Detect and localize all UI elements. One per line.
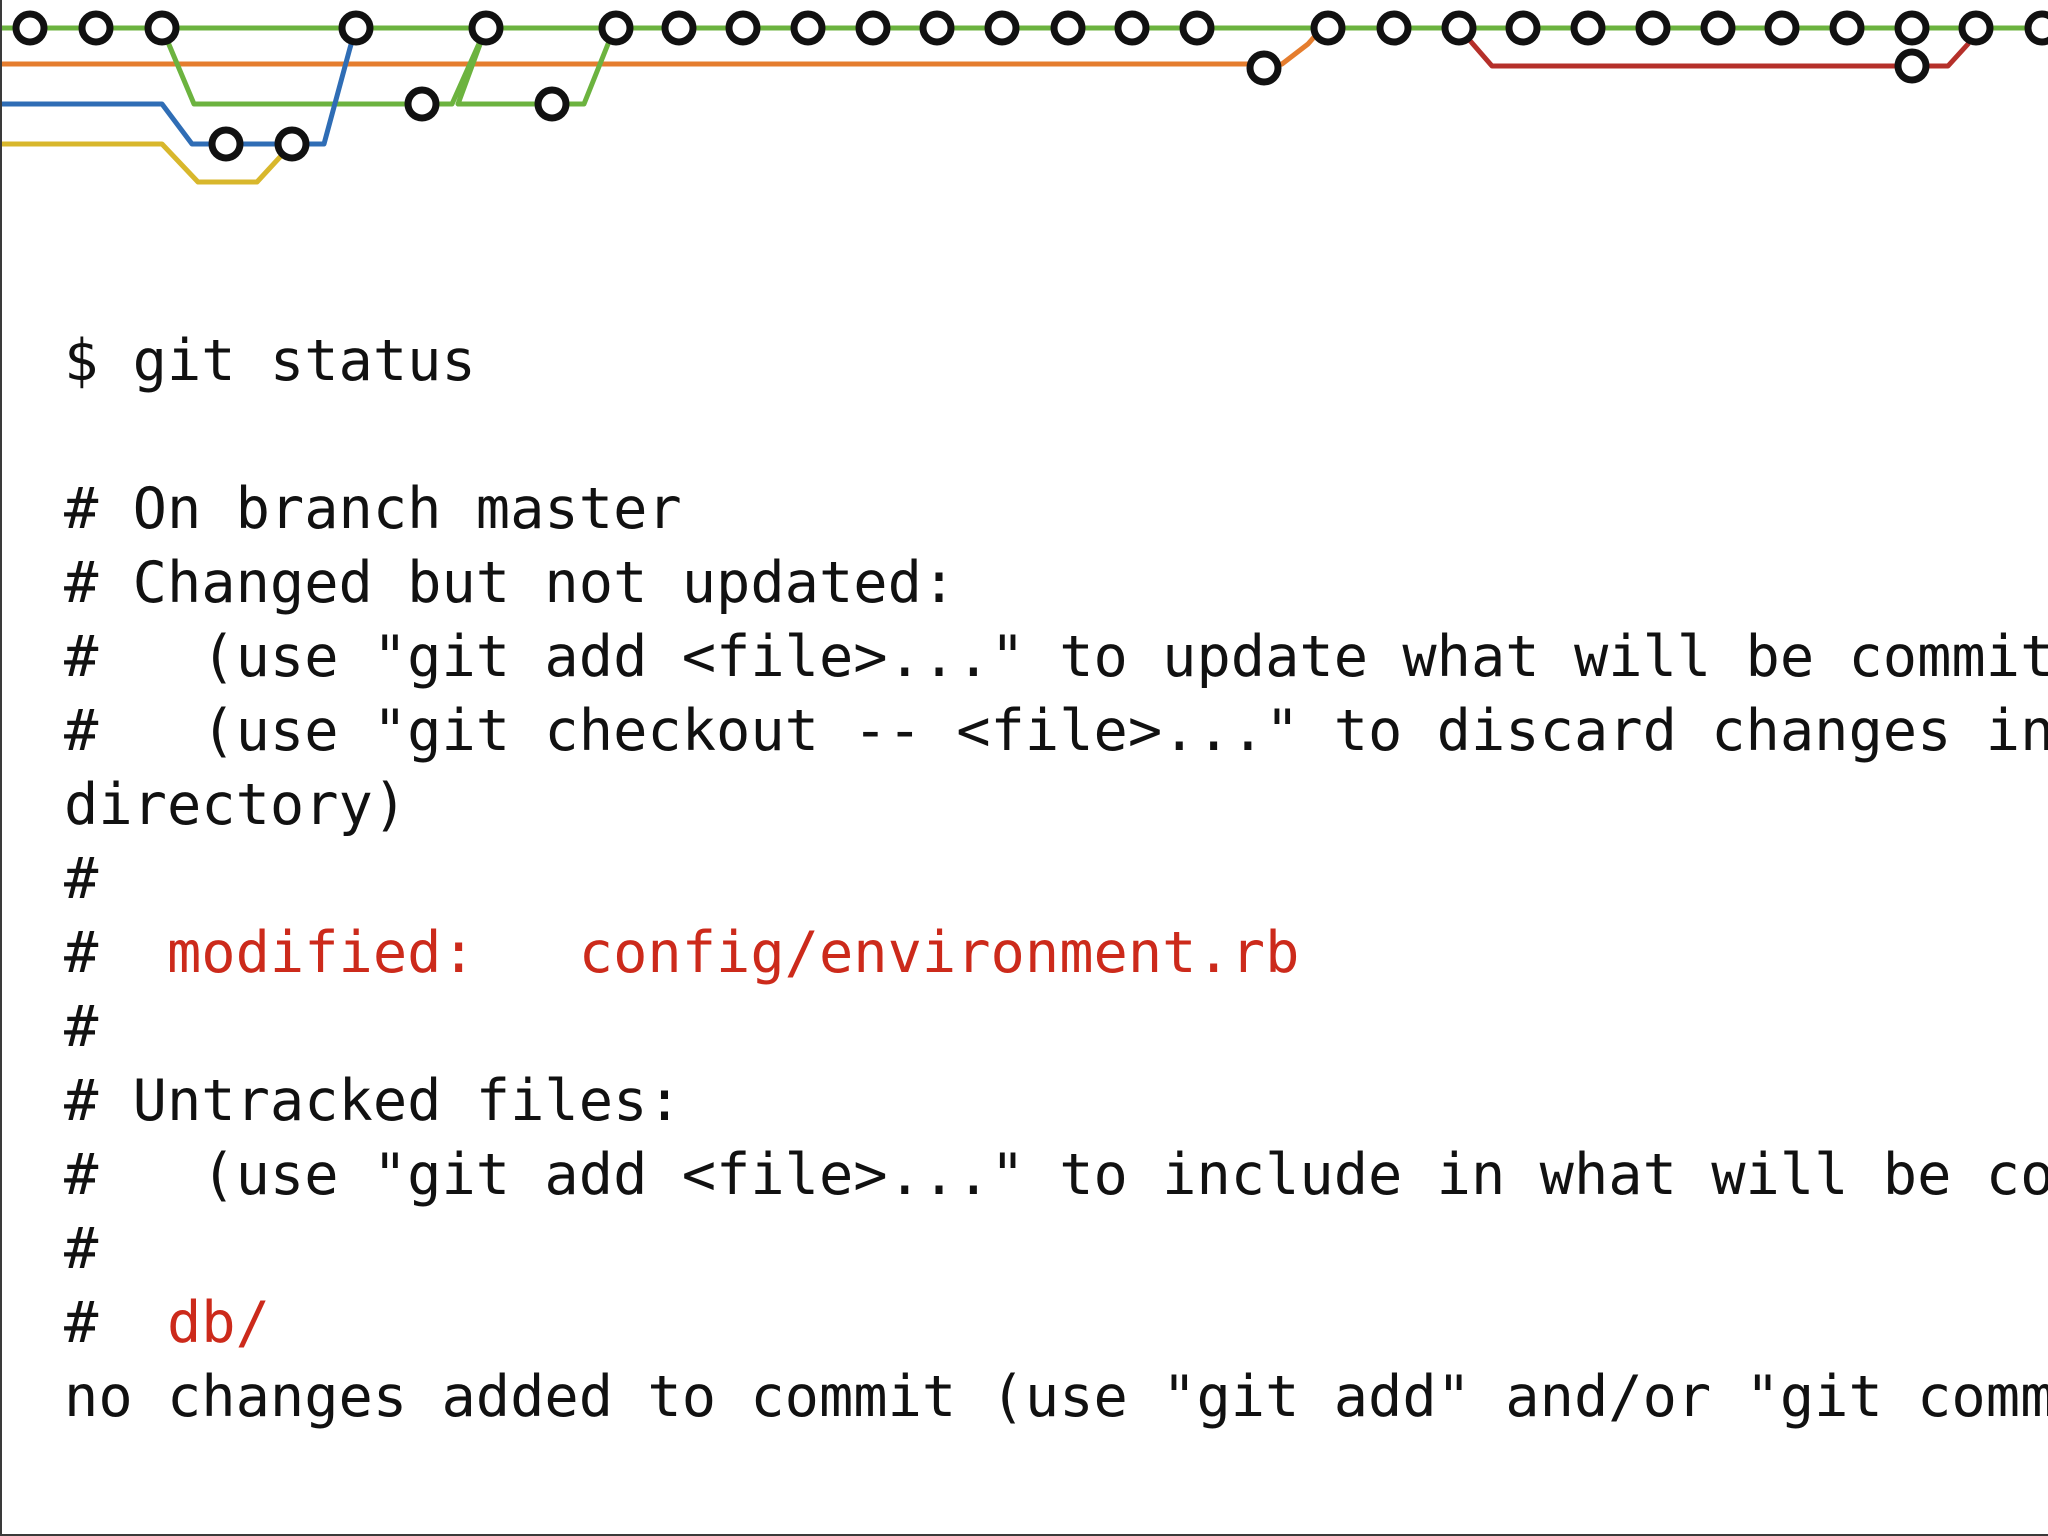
summary-line: no changes added to commit (use "git add… [64, 1364, 2048, 1430]
commit-node [1050, 10, 1086, 46]
status-line: # On branch master [64, 476, 682, 542]
commit-node [790, 10, 826, 46]
status-line: # Changed but not updated: [64, 550, 957, 616]
commit-node [208, 126, 244, 162]
untracked-prefix: # [64, 1290, 167, 1356]
commit-node [2024, 10, 2048, 46]
commit-node [1570, 10, 1606, 46]
commit-node [984, 10, 1020, 46]
untracked-file-line: # db/ [64, 1286, 2048, 1360]
status-line: # (use "git add <file>..." to update wha… [64, 624, 2048, 690]
commit-node [598, 10, 634, 46]
commit-node [404, 86, 440, 122]
blank-line [64, 398, 2048, 472]
branch-line-blue [2, 25, 359, 147]
modified-file-line: # modified: config/environment.rb [64, 916, 2048, 990]
untracked-file: db/ [166, 1290, 270, 1356]
commit-node [12, 10, 48, 46]
commit-node [144, 10, 180, 46]
commit-node [1700, 10, 1736, 46]
modified-file: modified: config/environment.rb [166, 920, 1300, 986]
terminal-output: $ git status # On branch master # Changed … [64, 324, 2048, 1434]
commit-node [78, 10, 114, 46]
status-line: # [64, 994, 99, 1060]
commit-node [661, 10, 697, 46]
status-line: # Untracked files: [64, 1068, 682, 1134]
branch-line-yellow [2, 141, 295, 185]
commit-graph [2, 10, 2048, 185]
branch-line-green-side [159, 25, 619, 107]
status-line: # [64, 1216, 99, 1282]
commit-node [1958, 10, 1994, 46]
commit-node [1114, 10, 1150, 46]
commit-node [855, 10, 891, 46]
commit-node [338, 10, 374, 46]
status-line: # (use "git add <file>..." to include in… [64, 1142, 2048, 1208]
commit-node [1764, 10, 1800, 46]
commit-node [919, 10, 955, 46]
commit-node [1310, 10, 1346, 46]
status-line: directory) [64, 772, 408, 838]
commit-node [274, 126, 310, 162]
status-line: # (use "git checkout -- <file>..." to di… [64, 698, 2048, 764]
commit-node [1894, 48, 1930, 84]
commit-node [1376, 10, 1412, 46]
commit-node [468, 10, 504, 46]
commit-node [1635, 10, 1671, 46]
commit-node [1505, 10, 1541, 46]
commit-node [725, 10, 761, 46]
command-prompt: $ git status [64, 328, 476, 394]
commit-node [1179, 10, 1215, 46]
commit-node [1246, 50, 1282, 86]
commit-node [534, 86, 570, 122]
commit-node [1441, 10, 1477, 46]
modified-prefix: # [64, 920, 167, 986]
commit-node [1894, 10, 1930, 46]
commit-node [1829, 10, 1865, 46]
status-line: # [64, 846, 99, 912]
